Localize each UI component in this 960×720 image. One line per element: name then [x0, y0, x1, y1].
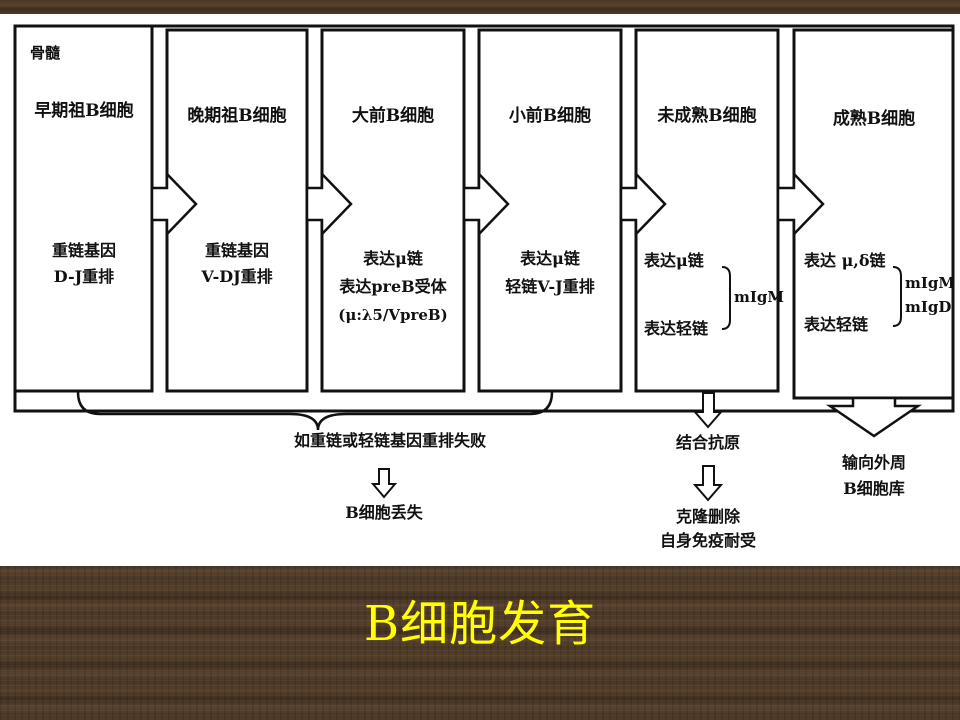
wood-strip-top: [0, 0, 960, 14]
stage-6-event-1: 表达 μ,δ链: [803, 251, 887, 270]
stage-5-bracket-label: mIgM: [734, 288, 784, 306]
stage-6-bracket-label-1: mIgM: [905, 274, 955, 292]
export-line-2: B细胞库: [843, 479, 905, 498]
stage-name-5: 未成熟B细胞: [656, 105, 756, 126]
stage-name-2: 晚期祖B细胞: [187, 105, 286, 126]
stage-name-6: 成熟B细胞: [833, 108, 915, 129]
failure-outcome: B细胞丢失: [345, 503, 424, 522]
deletion-arrow: [692, 465, 724, 502]
stage-1-event-1: 重链基因: [52, 241, 116, 260]
stage-4-event-1: 表达μ链: [519, 249, 581, 268]
export-line-1: 输向外周: [842, 453, 906, 472]
failure-arrow: [370, 468, 398, 499]
stage-6-event-2: 表达轻链: [803, 315, 869, 334]
antigen-arrow: [692, 392, 724, 429]
transition-arrow-5: [776, 170, 825, 238]
stage-3-event-3: (μ:λ5/VpreB): [338, 306, 447, 324]
stage-1-event-2: D-J重排: [54, 267, 114, 286]
slide-title: B细胞发育: [363, 596, 597, 652]
failure-condition: 如重链或轻链基因重排失败: [294, 431, 486, 450]
stage-name-4: 小前B细胞: [509, 105, 591, 126]
failure-brace: [76, 391, 554, 431]
stage-5-bracket: [721, 266, 731, 330]
export-arrow: [825, 396, 923, 438]
stage-2-event-1: 重链基因: [205, 241, 269, 260]
transition-arrow-2: [305, 170, 353, 238]
stage-6-bracket-label-2: mIgD: [905, 298, 951, 316]
stage-3-event-2: 表达preB受体: [338, 277, 447, 296]
bone-marrow-label: 骨髓: [30, 44, 61, 62]
antigen-outcome-2: 自身免疫耐受: [660, 531, 756, 550]
stage-name-1: 早期祖B细胞: [34, 100, 133, 121]
b-cell-development-diagram: 骨髓 早期祖B细胞 晚期祖B细胞 大前B细胞 小前B细胞 未成熟B细胞 成熟B细…: [13, 24, 955, 550]
antigen-outcome-1: 克隆删除: [676, 507, 741, 526]
transition-arrow-4: [619, 170, 667, 238]
stage-box-6: [792, 28, 955, 400]
stage-2-event-2: V-DJ重排: [200, 267, 272, 286]
antigen-trigger: 结合抗原: [675, 433, 740, 452]
stage-5-event-2: 表达轻链: [643, 319, 709, 338]
stage-4-event-2: 轻链V-J重排: [505, 277, 594, 296]
stage-name-3: 大前B细胞: [352, 105, 434, 126]
transition-arrow-3: [462, 170, 510, 238]
stage-box-1: [13, 24, 154, 393]
stage-6-bracket: [892, 266, 902, 327]
transition-arrow-1: [150, 170, 198, 238]
diagram-panel: 骨髓 早期祖B细胞 晚期祖B细胞 大前B细胞 小前B细胞 未成熟B细胞 成熟B细…: [0, 14, 960, 566]
stage-5-event-1: 表达μ链: [643, 251, 705, 270]
stage-3-event-1: 表达μ链: [362, 249, 424, 268]
